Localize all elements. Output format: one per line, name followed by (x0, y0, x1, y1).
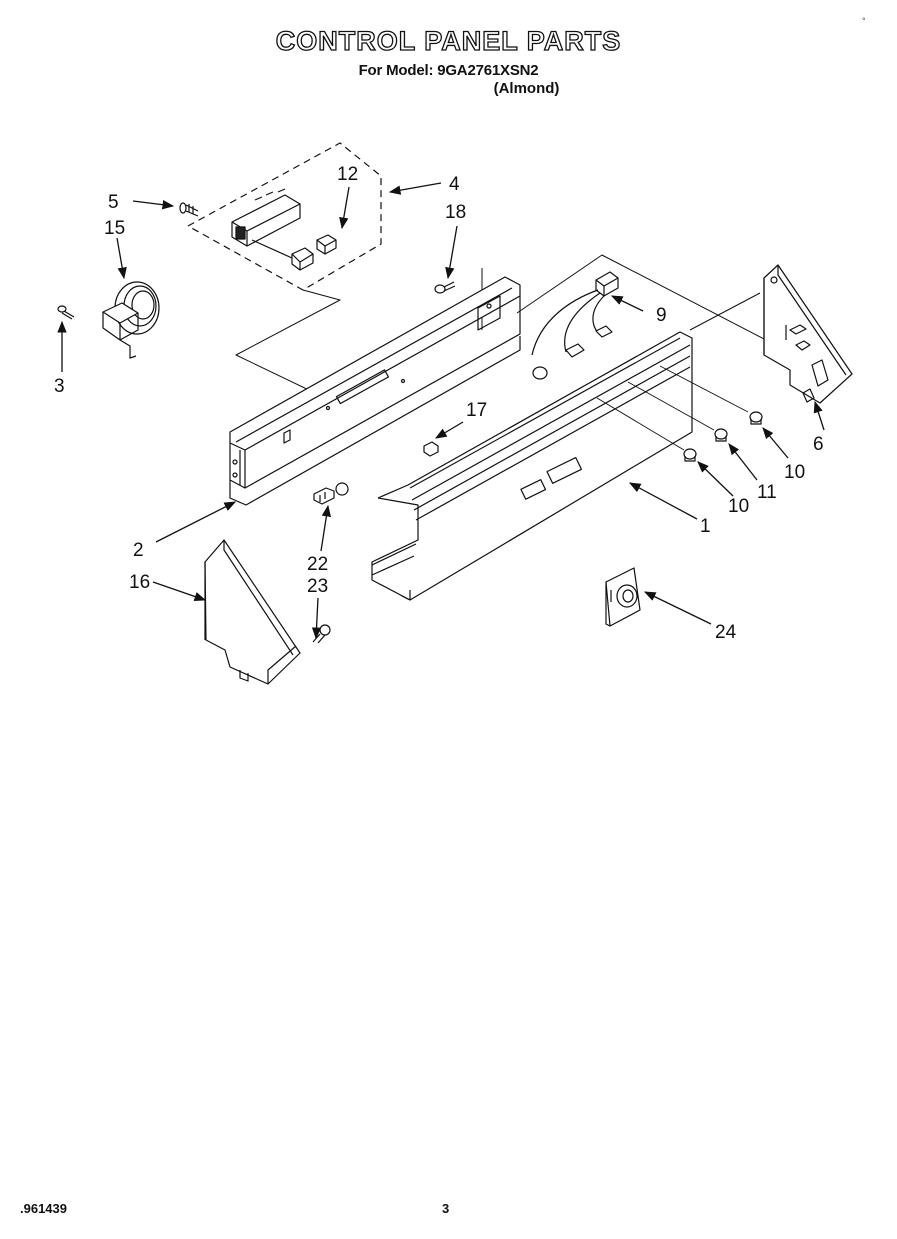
callout-arrows (57, 182, 825, 640)
callout-3: 3 (54, 376, 65, 397)
callout-11: 11 (757, 482, 777, 503)
screw-part-3 (57, 305, 75, 320)
callout-9: 9 (656, 305, 667, 326)
callout-17: 17 (466, 400, 487, 421)
document-number: .961439 (20, 1201, 67, 1216)
callout-10-upper: 10 (784, 462, 805, 483)
corner-mark: ° (862, 16, 866, 26)
screw-part-18 (434, 281, 456, 294)
timer-part-15 (102, 281, 160, 359)
callout-4: 4 (449, 174, 460, 195)
page-number: 3 (442, 1201, 450, 1216)
screw-part-10-upper (749, 411, 763, 425)
socket-part-22 (313, 482, 349, 505)
callout-22: 22 (307, 554, 328, 575)
callout-1: 1 (700, 516, 711, 537)
bracket-part-2 (229, 276, 521, 506)
callout-18: 18 (445, 202, 466, 223)
callout-12: 12 (337, 164, 358, 185)
terminal-block-part-24 (605, 567, 641, 627)
callout-23: 23 (307, 576, 328, 597)
end-cap-part-6 (763, 264, 853, 404)
callout-labels: 1 2 3 4 5 6 9 10 10 11 12 15 16 17 18 22… (54, 164, 824, 643)
page-title: CONTROL PANEL PARTS (275, 25, 622, 56)
callout-16: 16 (129, 572, 150, 593)
callout-6: 6 (813, 434, 824, 455)
callout-15: 15 (104, 218, 125, 239)
callout-24: 24 (715, 622, 737, 643)
callout-10-lower: 10 (728, 496, 749, 517)
push-switch-part-12 (231, 188, 337, 271)
screw-part-10-lower (683, 448, 697, 462)
screw-part-11 (714, 428, 728, 442)
console-part-1 (371, 331, 693, 601)
wire-harness-part-9 (531, 271, 619, 380)
clip-part-17 (423, 441, 439, 457)
switch-assembly-outline (187, 142, 382, 291)
callout-5: 5 (108, 192, 119, 213)
model-number: For Model: 9GA2761XSN2 (358, 62, 539, 79)
callout-2: 2 (133, 540, 144, 561)
end-cap-part-16 (204, 539, 301, 685)
color-variant: (Almond) (493, 80, 560, 97)
screw-part-5 (179, 202, 199, 217)
